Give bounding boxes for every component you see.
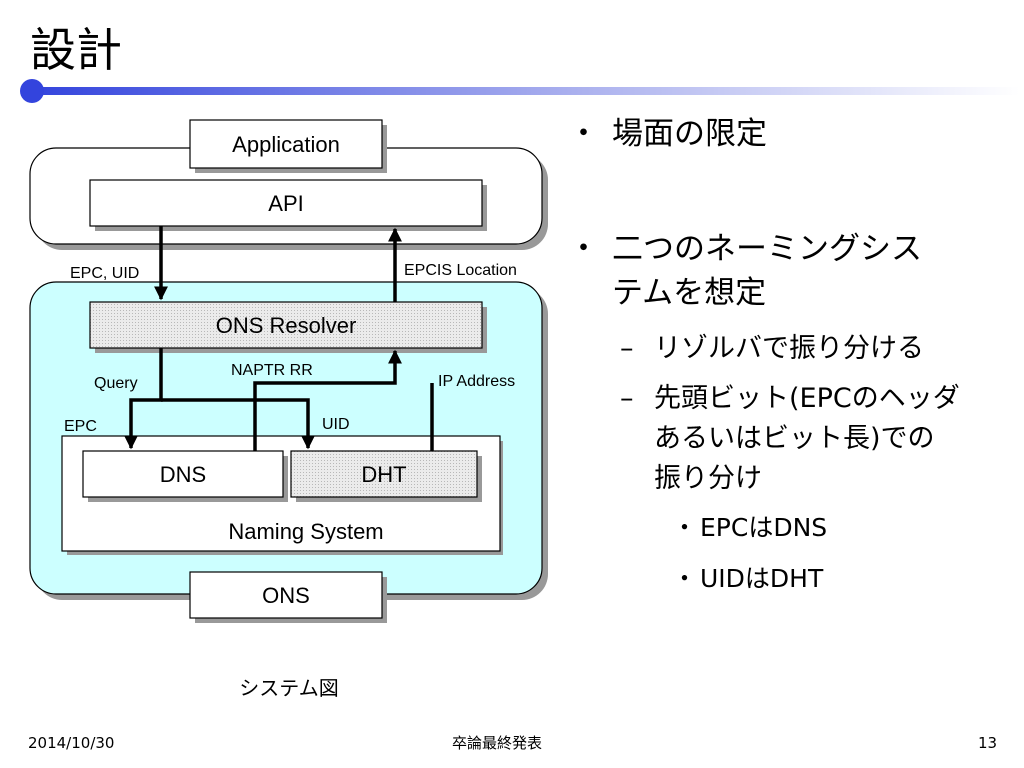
arrow-query-dht: [161, 398, 315, 450]
label-epcis-location: EPCIS Location: [404, 262, 517, 279]
bullet-mark: ・: [568, 116, 599, 152]
sub-sub-bullet-text-2: UIDはDHT: [700, 564, 824, 593]
page-title: 設計: [30, 23, 122, 77]
application-box: [189, 119, 383, 169]
label-ip-address: IP Address: [438, 373, 515, 390]
api-box: [89, 179, 483, 227]
label-epc: EPC: [64, 418, 97, 435]
diagram-caption: システム図: [239, 678, 338, 700]
bullet-mark: ・: [672, 564, 698, 593]
bullet-text-2-line1: 二つのネーミングシス: [612, 231, 922, 267]
dns-box: [82, 450, 284, 498]
sub-bullet-2: – 先頭ビット(EPCのヘッダ あるいはビット長)での 振り分け: [620, 380, 1008, 500]
naming-system-label: Naming System: [228, 519, 383, 544]
bullet-mark: ・: [568, 231, 599, 267]
arrow-naptr-rr: [253, 349, 402, 451]
arrow-query-dns: [124, 348, 163, 450]
api-label: API: [268, 191, 303, 216]
ons-box: [189, 571, 383, 619]
footer-date: 2014/10/30: [28, 734, 115, 752]
bullet-mark: ・: [672, 513, 698, 542]
label-naptr-rr: NAPTR RR: [231, 362, 313, 379]
ons-label: ONS: [262, 583, 310, 608]
sub-bullet-text-2-line2: あるいはビット長)での: [654, 423, 935, 454]
sub-bullet-text-2-line3: 振り分け: [654, 463, 762, 494]
dht-label: DHT: [361, 462, 406, 487]
dns-label: DNS: [160, 462, 206, 487]
application-label: Application: [232, 132, 340, 157]
sub-sub-bullet-text-1: EPCはDNS: [700, 513, 828, 542]
bullet-text-1: 場面の限定: [612, 116, 767, 152]
sub-bullet-text-2-line1: 先頭ビット(EPCのヘッダ: [654, 383, 960, 414]
footer-title: 卒論最終発表: [452, 734, 543, 752]
bullet-text-2-line2: テムを想定: [612, 275, 767, 311]
footer-page-number: 13: [978, 734, 998, 752]
dash-mark: –: [620, 333, 634, 364]
dht-box: [290, 450, 478, 498]
bullet-item-2: ・ 二つのネーミングシス テムを想定: [568, 227, 1008, 315]
title-underline: [20, 79, 1020, 103]
ons-resolver-label: ONS Resolver: [216, 313, 357, 338]
system-diagram: Application API ONS Resolver Naming Syst…: [29, 119, 548, 700]
label-epc-uid: EPC, UID: [70, 265, 139, 282]
label-query: Query: [94, 375, 138, 392]
title-bullet-circle: [20, 79, 44, 103]
dash-mark: –: [620, 383, 634, 414]
ons-resolver-box: [89, 301, 483, 349]
label-uid: UID: [322, 416, 350, 433]
sub-bullet-text-1: リゾルバで振り分ける: [654, 333, 924, 364]
